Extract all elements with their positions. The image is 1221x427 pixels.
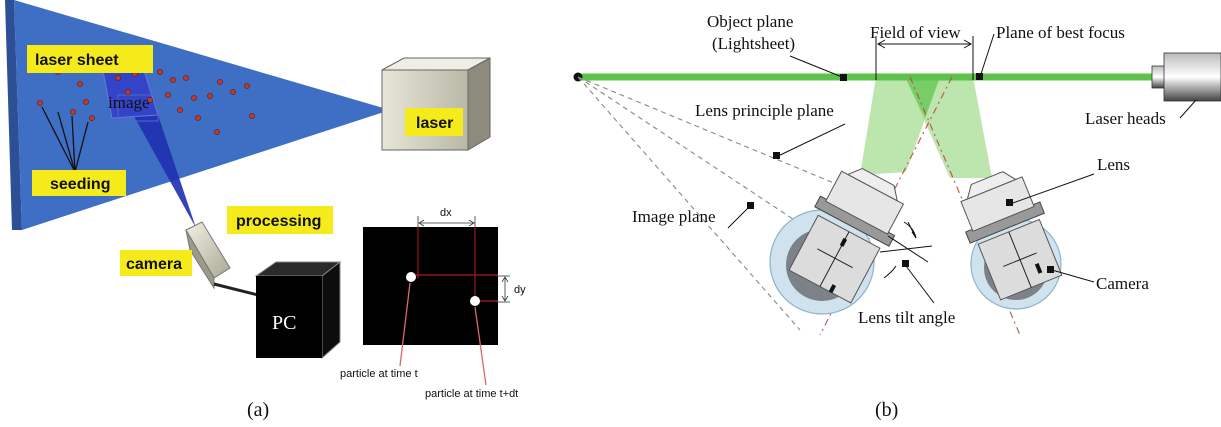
laser-box-side — [467, 57, 491, 151]
image-plane-marker — [747, 202, 754, 209]
camera-label: Camera — [1096, 274, 1149, 293]
lens-tilt-indicator — [879, 221, 933, 279]
seeding-label: seeding — [50, 176, 110, 193]
laser-heads-label: Laser heads — [1085, 109, 1166, 128]
dy-dimension — [496, 275, 510, 303]
caption-a: (a) — [247, 399, 269, 421]
particle-tdt-pointer — [474, 306, 487, 386]
object-plane-leader — [789, 55, 843, 78]
laser-sheet-side — [5, 0, 22, 230]
object-plane-label-2: (Lightsheet) — [712, 34, 795, 53]
processing-image — [363, 227, 498, 345]
lens-label: Lens — [1097, 155, 1130, 174]
lens-marker — [1006, 199, 1013, 206]
right-lens-front — [966, 171, 1017, 200]
laser-label: laser — [416, 115, 453, 132]
fov-arrowhead-right — [963, 39, 973, 49]
caption-b: (b) — [875, 399, 898, 421]
lens-tilt-marker — [902, 260, 909, 267]
pc-front — [256, 276, 322, 358]
processing-label-bg — [227, 206, 333, 234]
laser-label-bg — [405, 108, 463, 136]
camera-cable — [213, 282, 263, 298]
object-plane-marker — [840, 74, 847, 81]
lens-principle-leader — [775, 123, 846, 158]
dx-label: dx — [440, 207, 452, 219]
camera-label-bg — [120, 250, 192, 276]
particle-t-pointer — [399, 282, 411, 367]
lens-leader — [1009, 173, 1095, 205]
laser-sheet-label-bg — [27, 45, 153, 73]
object-plane-label-1: Object plane — [707, 12, 793, 31]
fov-arrowhead-left — [876, 39, 886, 49]
seeding-label-bg — [32, 170, 126, 196]
particle-tdt-label: particle at time t+dt — [425, 388, 518, 400]
laser-head — [1163, 52, 1221, 102]
particle-t-label: particle at time t — [340, 368, 418, 380]
panel-a: image laser sheet seeding laser — [5, 0, 526, 421]
cone-overlap — [905, 77, 940, 118]
plane-best-focus-marker — [976, 73, 983, 80]
panel-b: Laser heads Field of view Plane of best … — [573, 12, 1221, 421]
seeding-arrows — [41, 106, 89, 173]
camera-leader — [1051, 269, 1095, 283]
lens-tilt-leader — [905, 265, 935, 304]
camera-label: camera — [126, 256, 182, 273]
left-lens-front — [846, 168, 898, 202]
field-of-view-label: Field of view — [870, 23, 961, 42]
lens-tilt-angle-label: Lens tilt angle — [858, 308, 955, 327]
plane-best-focus-leader — [979, 33, 995, 78]
camera-marker — [1047, 266, 1054, 273]
image-label: image — [108, 93, 150, 112]
lens-principle-plane-label: Lens principle plane — [695, 101, 834, 120]
dy-label: dy — [514, 284, 526, 296]
image-plane-leader — [727, 205, 751, 229]
image-label-box — [117, 94, 159, 122]
camera-front — [185, 229, 215, 290]
dx-dimension — [417, 216, 476, 228]
image-plane-label: Image plane — [632, 207, 716, 226]
laser-heads-leader — [1179, 99, 1197, 119]
laser-sheet-label: laser sheet — [35, 52, 119, 69]
processing-label: processing — [236, 213, 321, 230]
plane-best-focus-label: Plane of best focus — [996, 23, 1125, 42]
right-camera — [960, 171, 1063, 310]
particle-tdt — [470, 296, 480, 306]
left-camera — [769, 168, 905, 315]
lens-principle-marker — [773, 152, 780, 159]
pc-label: PC — [272, 312, 296, 334]
particle-guides — [411, 227, 498, 302]
particle-t — [406, 272, 416, 282]
pc-side — [321, 260, 341, 360]
